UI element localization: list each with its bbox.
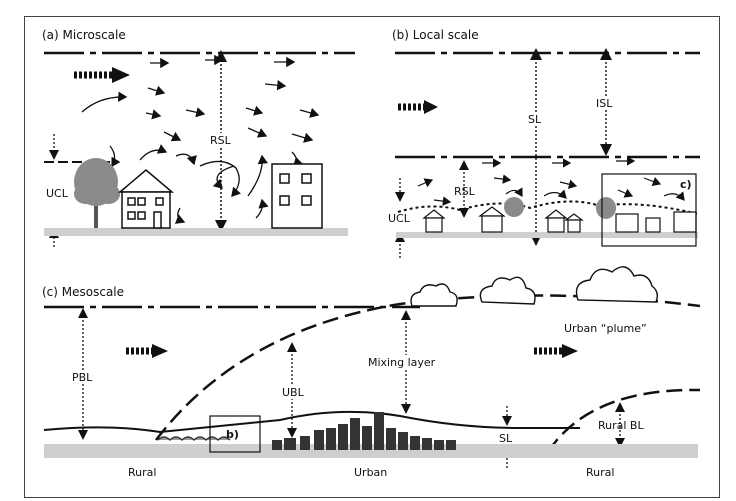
panel-c-title: (c) Mesoscale [42, 285, 124, 299]
cloud-icons [410, 266, 659, 307]
flow-arrows-b [417, 156, 685, 206]
building-icon [271, 163, 323, 229]
wind-arrow-a [74, 67, 130, 83]
inset-label-b: b) [226, 428, 239, 441]
house-icon [117, 169, 175, 229]
wind-arrow-c-right [534, 344, 578, 358]
inset-label-c: c) [680, 178, 692, 191]
rural-right-label: Rural [586, 466, 614, 479]
rural-left-label: Rural [128, 466, 156, 479]
rural-bl-curve [546, 388, 701, 453]
plume-label: Urban “plume” [564, 322, 647, 335]
panel-b-title: (b) Local scale [392, 28, 479, 42]
rsl-label-a: RSL [210, 134, 232, 147]
sl-label-b: SL [528, 113, 542, 126]
houses-b [422, 206, 697, 233]
rsl-label-b: RSL [454, 185, 476, 198]
sl-top-line [43, 410, 580, 434]
sl-label-c: SL [499, 432, 513, 445]
mixing-label: Mixing layer [368, 356, 436, 369]
panel-a-title: (a) Microscale [42, 28, 126, 42]
isl-label: ISL [596, 97, 613, 110]
ubl-label: UBL [282, 386, 305, 399]
ground-c [44, 444, 698, 458]
flow-arrows-a [81, 54, 320, 224]
inset-box-b [209, 415, 261, 453]
ground-a [44, 228, 348, 236]
rsl-arrow-b [459, 160, 469, 218]
urban-label: Urban [354, 466, 387, 479]
pbl-label: PBL [72, 371, 93, 384]
wind-arrow-c-left [126, 344, 168, 358]
suburb-strip [157, 436, 231, 442]
sl-arrow-b [530, 48, 542, 246]
wind-arrow-b [398, 100, 438, 114]
ground-b [396, 232, 698, 238]
tree-icon [74, 158, 120, 228]
rural-bl-label: Rural BL [598, 419, 644, 432]
ucl-label-a: UCL [46, 187, 69, 200]
ucl-label-b: UCL [388, 212, 411, 225]
rural-bl-arrow [615, 402, 625, 448]
inset-box-c [601, 173, 697, 247]
canopy-line [397, 200, 699, 215]
city-blocks [272, 412, 456, 450]
trees-b [504, 197, 616, 219]
